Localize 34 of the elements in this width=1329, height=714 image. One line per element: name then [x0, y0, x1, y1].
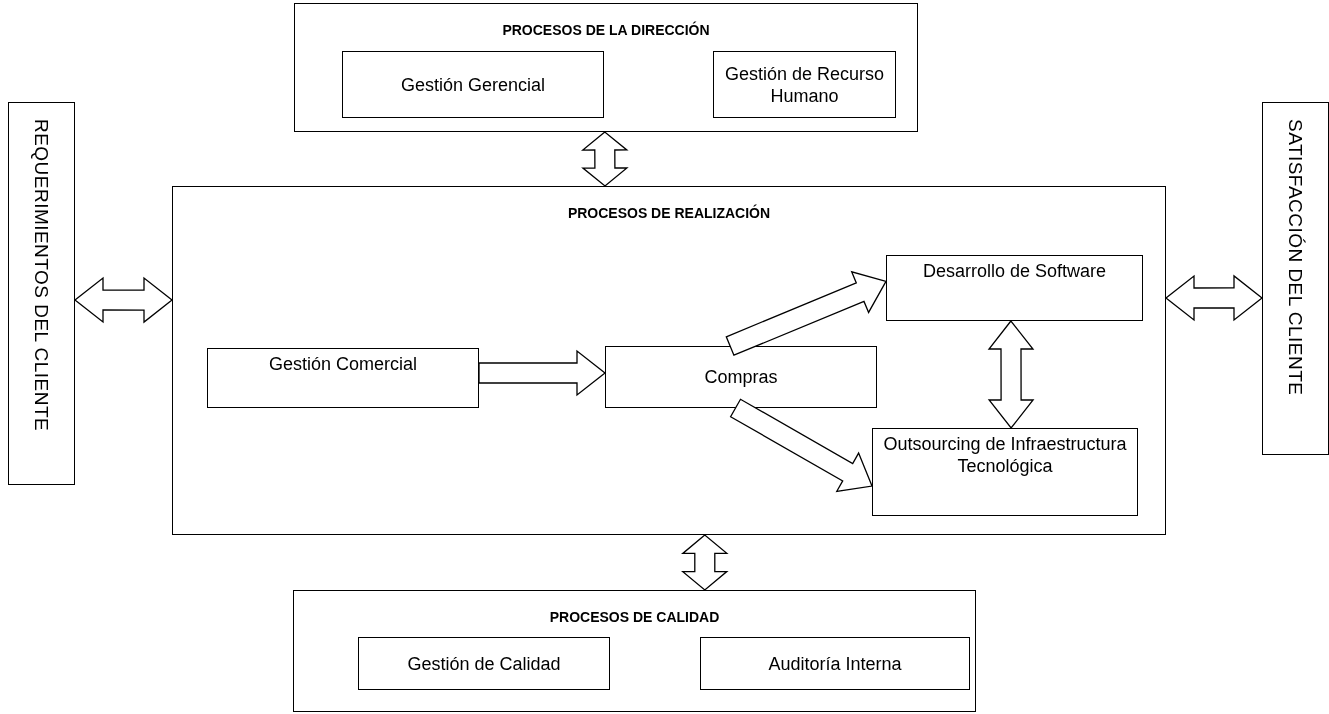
vertical-label: REQUERIMIENTOS DEL CLIENTE	[32, 119, 51, 432]
process-label: Outsourcing de Infraestructura Tecnológica	[882, 433, 1128, 477]
block-arrow	[729, 398, 873, 493]
block-arrow	[987, 319, 1035, 430]
side-box	[8, 102, 75, 485]
process-label: Auditoría Interna	[767, 652, 903, 675]
process-label: Gestión Gerencial	[399, 73, 547, 96]
process-box	[700, 637, 970, 690]
process-box	[886, 255, 1143, 321]
block-arrow	[725, 270, 887, 356]
section-heading: PROCESOS DE REALIZACIÓN	[566, 205, 772, 223]
block-arrow	[73, 276, 174, 324]
process-box	[207, 348, 479, 408]
process-box	[358, 637, 610, 690]
side-box	[1262, 102, 1329, 455]
block-arrow	[681, 534, 729, 591]
process-label: Gestión de Recurso Humano	[723, 62, 886, 107]
process-label: Compras	[703, 366, 779, 388]
process-group-box	[172, 186, 1166, 535]
process-label: Desarrollo de Software	[921, 260, 1108, 282]
block-arrow	[1164, 274, 1264, 322]
process-group-box	[293, 590, 976, 712]
process-box	[605, 346, 877, 408]
vertical-label: SATISFACCIÓN DEL CLIENTE	[1286, 119, 1305, 396]
process-box	[342, 51, 604, 118]
process-label: Gestión de Calidad	[406, 652, 562, 675]
process-group-box	[294, 3, 918, 132]
section-heading: PROCESOS DE CALIDAD	[548, 609, 721, 627]
process-box	[713, 51, 896, 118]
process-label: Gestión Comercial	[267, 353, 419, 375]
section-heading: PROCESOS DE LA DIRECCIÓN	[501, 22, 711, 40]
block-arrow	[580, 131, 629, 187]
block-arrow	[478, 349, 607, 397]
process-box	[872, 428, 1138, 516]
